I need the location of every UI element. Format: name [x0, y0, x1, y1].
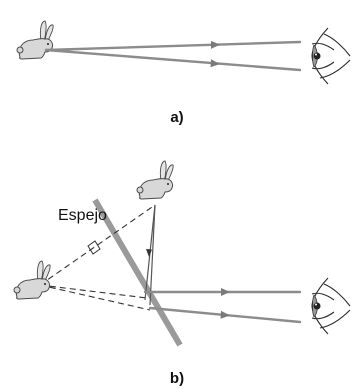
ray-arrow-upper: [211, 41, 220, 49]
ray-arrow-lower: [211, 59, 221, 67]
rabbit-icon: [17, 21, 53, 59]
panel-a: a): [17, 21, 350, 126]
eye-icon: [312, 278, 350, 334]
construction-line-upper: [40, 285, 147, 298]
mirror: [95, 200, 180, 345]
rabbit-icon: [137, 161, 173, 199]
construction-line-lower: [40, 285, 150, 310]
mirror-label: Espejo: [58, 207, 107, 224]
light-ray-upper: [46, 42, 300, 50]
panel-b: Espejo b): [14, 161, 350, 387]
rabbit-icon: [14, 261, 50, 299]
panel-b-label: b): [170, 370, 184, 387]
light-ray-lower: [46, 50, 300, 70]
incident-arrow: [146, 249, 152, 257]
eye-icon: [312, 28, 350, 84]
panel-a-label: a): [170, 109, 183, 126]
reflected-arrow-upper: [221, 288, 230, 296]
incident-ray-2: [150, 205, 155, 305]
reflected-arrow-lower: [221, 311, 231, 319]
